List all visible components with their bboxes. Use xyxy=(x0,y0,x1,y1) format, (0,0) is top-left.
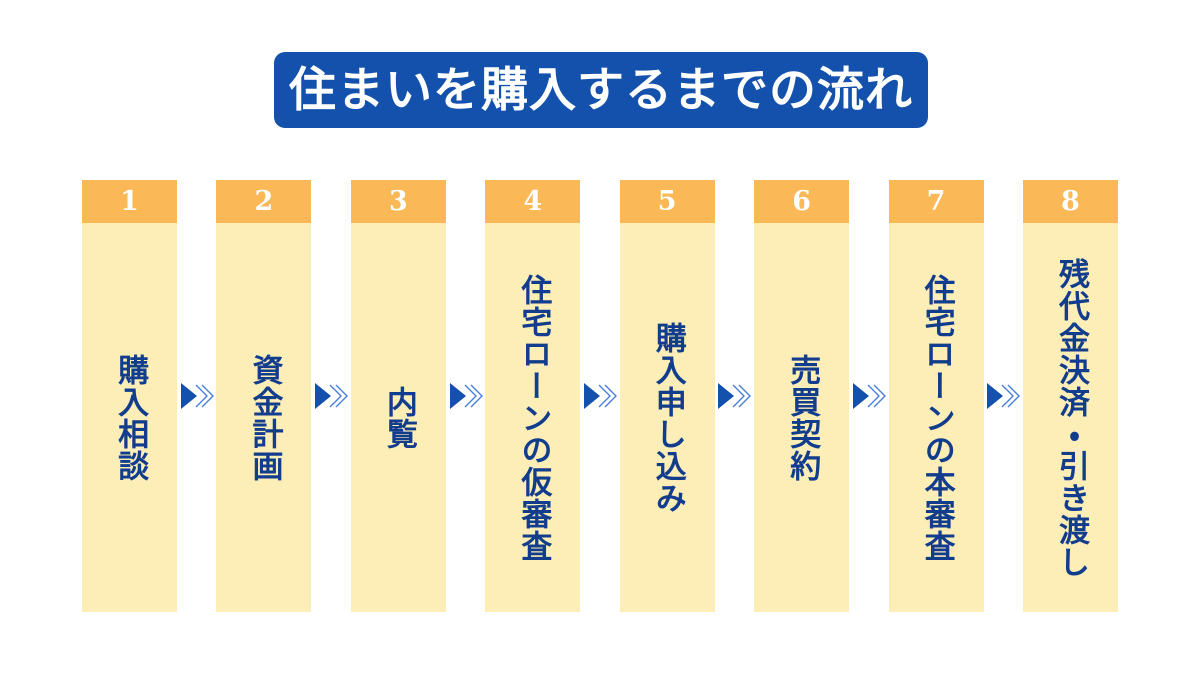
flow-step-2: 2 資金計画 xyxy=(216,180,312,612)
step-6-number: 6 xyxy=(792,186,811,217)
step-7-body: 住宅ローンの本審査 xyxy=(888,223,984,612)
chevron-right-icon xyxy=(852,383,886,409)
chevron-right-icon xyxy=(718,383,752,409)
flow-step-5: 5 購入申し込み xyxy=(619,180,715,612)
flow-step-1: 1 購入相談 xyxy=(82,180,177,612)
chevron-right-icon xyxy=(583,383,617,409)
step-1-body: 購入相談 xyxy=(82,223,177,612)
step-3-number: 3 xyxy=(388,186,408,217)
arrow-6-to-7 xyxy=(849,180,888,612)
page-title: 住まいを購入するまでの流れ xyxy=(289,62,913,118)
step-4-label: 住宅ローンの仮審査 xyxy=(515,273,552,562)
step-7-number: 7 xyxy=(926,186,946,217)
step-4-body: 住宅ローンの仮審査 xyxy=(485,223,581,612)
flow-step-3: 3 内覧 xyxy=(350,180,446,612)
chevron-right-icon xyxy=(180,383,214,409)
step-6-body: 売買契約 xyxy=(754,223,850,612)
arrow-2-to-3 xyxy=(311,180,350,612)
step-2-number-header: 2 xyxy=(216,180,312,223)
step-2-number: 2 xyxy=(254,186,274,217)
step-5-label: 購入申し込み xyxy=(649,321,686,514)
flow-step-4: 4 住宅ローンの仮審査 xyxy=(485,180,581,612)
step-8-label: 残代金決済・引き渡し xyxy=(1053,257,1090,578)
step-2-body: 資金計画 xyxy=(216,223,312,612)
step-6-label: 売買契約 xyxy=(784,353,821,482)
page-title-banner: 住まいを購入するまでの流れ xyxy=(274,52,928,128)
chevron-right-icon xyxy=(987,383,1021,409)
step-7-number-header: 7 xyxy=(888,180,984,223)
step-4-number: 4 xyxy=(523,186,543,217)
arrow-5-to-6 xyxy=(715,180,754,612)
step-1-number: 1 xyxy=(120,186,139,217)
step-5-body: 購入申し込み xyxy=(619,223,715,612)
step-6-number-header: 6 xyxy=(754,180,850,223)
flow-step-6: 6 売買契約 xyxy=(754,180,850,612)
flow-step-8: 8 残代金決済・引き渡し xyxy=(1022,180,1118,612)
step-5-number: 5 xyxy=(657,186,677,217)
step-5-number-header: 5 xyxy=(619,180,715,223)
step-8-number: 8 xyxy=(1061,186,1080,217)
process-flow-row: 1 購入相談 2 資金計画 xyxy=(82,180,1118,612)
arrow-1-to-2 xyxy=(177,180,216,612)
step-8-body: 残代金決済・引き渡し xyxy=(1022,223,1118,612)
chevron-right-icon xyxy=(449,383,483,409)
step-3-body: 内覧 xyxy=(350,223,446,612)
step-8-number-header: 8 xyxy=(1022,180,1118,223)
arrow-3-to-4 xyxy=(446,180,485,612)
chevron-right-icon xyxy=(315,383,349,409)
arrow-7-to-8 xyxy=(984,180,1023,612)
step-1-label: 購入相談 xyxy=(112,353,149,482)
step-4-number-header: 4 xyxy=(485,180,581,223)
step-3-number-header: 3 xyxy=(350,180,446,223)
step-3-label: 内覧 xyxy=(380,385,417,450)
step-1-number-header: 1 xyxy=(82,180,177,223)
step-7-label: 住宅ローンの本審査 xyxy=(918,273,955,562)
step-2-label: 資金計画 xyxy=(246,353,283,482)
flow-step-7: 7 住宅ローンの本審査 xyxy=(888,180,984,612)
arrow-4-to-5 xyxy=(580,180,619,612)
